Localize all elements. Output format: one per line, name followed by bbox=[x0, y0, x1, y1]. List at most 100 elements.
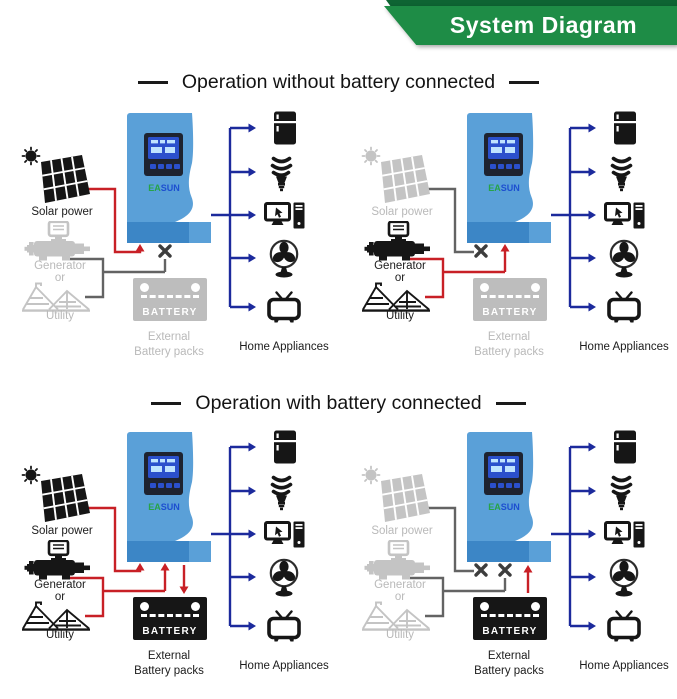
arrow-right-icon bbox=[248, 167, 256, 177]
home-appliances-label: Home Appliances bbox=[239, 660, 329, 672]
arrow-right-icon bbox=[248, 302, 256, 312]
battery-terminal bbox=[480, 283, 489, 292]
tv-icon bbox=[607, 610, 641, 642]
arrow-right-icon bbox=[248, 621, 256, 631]
generator-wire bbox=[402, 257, 505, 299]
wiring-layer bbox=[402, 442, 596, 631]
page-title: System Diagram bbox=[449, 12, 638, 38]
arrow-right-icon bbox=[248, 529, 256, 539]
appliance-bus bbox=[211, 126, 249, 309]
battery-terminal bbox=[480, 602, 489, 611]
arrow-up-icon bbox=[135, 563, 145, 571]
header-ribbon: System Diagram bbox=[384, 6, 677, 45]
battery: BATTERY bbox=[133, 278, 207, 321]
utility-label: Utility bbox=[45, 310, 75, 322]
disconnect-x-icon bbox=[498, 563, 512, 577]
fan-icon bbox=[609, 558, 639, 597]
section-title-without-battery: Operation without battery connected bbox=[0, 71, 677, 94]
inverter: EASUN bbox=[127, 432, 211, 567]
battery-dashes bbox=[141, 295, 199, 298]
battery-terminal bbox=[140, 283, 149, 292]
title-dash-right bbox=[509, 81, 540, 84]
arrow-right-icon bbox=[248, 253, 256, 263]
appliance-bus bbox=[211, 445, 249, 628]
battery-label: BATTERY bbox=[142, 626, 198, 637]
utility-label: Utility bbox=[385, 629, 415, 641]
generator-wire bbox=[402, 576, 505, 618]
inverter-screen bbox=[484, 133, 523, 176]
utility-plant-icon bbox=[22, 601, 90, 631]
wiring-layer bbox=[402, 123, 596, 312]
generator-wire bbox=[62, 257, 165, 299]
battery-label: BATTERY bbox=[482, 626, 538, 637]
arrow-right-icon bbox=[588, 167, 596, 177]
or-label: or bbox=[394, 272, 406, 284]
solar-power-label: Solar power bbox=[31, 525, 93, 537]
solar-wire bbox=[428, 506, 474, 573]
computer-icon bbox=[264, 521, 305, 548]
generator-icon bbox=[364, 221, 430, 261]
tv-icon bbox=[267, 610, 301, 642]
battery-terminal bbox=[191, 283, 200, 292]
solar-power-label: Solar power bbox=[371, 206, 433, 218]
arrow-right-icon bbox=[588, 442, 596, 452]
generator-wire bbox=[62, 576, 165, 618]
disconnect-x-icon bbox=[474, 563, 488, 577]
wiring-layer bbox=[62, 442, 256, 631]
fan-icon bbox=[609, 239, 639, 278]
header-ribbon-wrap: System Diagram bbox=[384, 6, 677, 45]
arrow-right-icon bbox=[588, 302, 596, 312]
battery: BATTERY bbox=[473, 597, 547, 640]
cfl-bulb-icon bbox=[270, 156, 293, 192]
arrow-right-icon bbox=[588, 123, 596, 133]
fan-icon bbox=[269, 239, 299, 278]
home-appliances-label: Home Appliances bbox=[579, 341, 669, 353]
header-top-line bbox=[386, 0, 677, 6]
arrow-up-icon bbox=[523, 565, 533, 573]
arrow-right-icon bbox=[248, 442, 256, 452]
arrow-right-icon bbox=[588, 253, 596, 263]
solar-panel-icon bbox=[21, 465, 90, 522]
refrigerator-icon bbox=[614, 111, 636, 145]
external-battery-label-line1: External bbox=[487, 331, 531, 343]
section-title-text: Operation without battery connected bbox=[181, 71, 496, 93]
solar-power-label: Solar power bbox=[31, 206, 93, 218]
battery: BATTERY bbox=[133, 597, 207, 640]
or-label: or bbox=[394, 591, 406, 603]
arrow-right-icon bbox=[588, 210, 596, 220]
battery-terminal bbox=[191, 602, 200, 611]
section-title-with-battery: Operation with battery connected bbox=[0, 392, 677, 415]
battery: BATTERY bbox=[473, 278, 547, 321]
utility-label: Utility bbox=[45, 629, 75, 641]
or-label: or bbox=[54, 272, 66, 284]
solar-power-label: Solar power bbox=[371, 525, 433, 537]
solar-panel-icon bbox=[361, 146, 430, 203]
refrigerator-icon bbox=[274, 430, 296, 464]
utility-plant-icon bbox=[362, 282, 430, 312]
utility-plant-icon bbox=[362, 601, 430, 631]
arrow-right-icon bbox=[248, 486, 256, 496]
inverter-brand-label: EASUN bbox=[148, 502, 180, 512]
appliance-bus bbox=[551, 445, 589, 628]
external-battery-label-line2: Battery packs bbox=[474, 346, 544, 358]
arrow-right-icon bbox=[248, 572, 256, 582]
battery-terminal bbox=[531, 602, 540, 611]
title-dash-right bbox=[495, 402, 526, 405]
battery-terminal bbox=[531, 283, 540, 292]
external-battery-label-line1: External bbox=[147, 331, 191, 343]
disconnect-x-icon bbox=[474, 244, 488, 258]
solar-wire bbox=[428, 187, 474, 254]
computer-icon bbox=[264, 202, 305, 229]
arrow-right-icon bbox=[588, 621, 596, 631]
disconnect-x-icon bbox=[158, 244, 172, 258]
arrow-up-icon bbox=[500, 244, 510, 252]
home-appliances-label: Home Appliances bbox=[579, 660, 669, 672]
generator-icon bbox=[24, 540, 90, 580]
external-battery-label-line2: Battery packs bbox=[134, 665, 204, 677]
arrow-right-icon bbox=[248, 210, 256, 220]
inverter-brand-label: EASUN bbox=[488, 183, 520, 193]
fan-icon bbox=[269, 558, 299, 597]
inverter: EASUN bbox=[467, 113, 551, 248]
